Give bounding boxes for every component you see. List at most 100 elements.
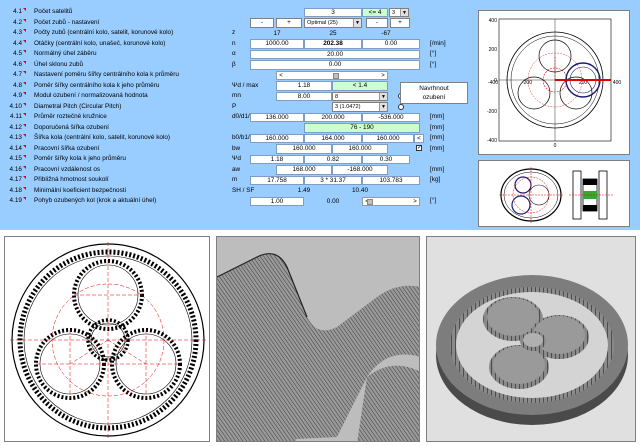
module-dropdown[interactable]: 8▼ [332,91,388,101]
row-symbol: Ψd / max [232,81,259,89]
gear-outline-drawing [506,31,611,129]
width-ratio-limit-cell[interactable]: < 1.4 [332,81,388,91]
comment-marker-icon [23,176,26,179]
pressure-angle-input[interactable]: 20.00 [250,49,420,59]
row-label: Nastavení poměru šířky centrálního kola … [34,71,179,78]
teeth-plus-button-2[interactable]: + [390,18,410,28]
teeth-plus-button[interactable]: + [276,18,302,28]
width-ratio-slider[interactable]: <> [276,70,388,80]
row-label: Poměr šířky centrálního kola k jeho prům… [34,81,160,89]
satellites-dropdown[interactable]: 3▼ [389,7,409,17]
width-ratio-value-cell[interactable]: 1.18 [276,81,332,91]
n1-input[interactable]: 202.38 [304,39,362,49]
x-tick: 400 [613,80,622,86]
working-width-checkbox[interactable]: ✓ [416,144,423,151]
b-compare-cell[interactable]: < [414,133,424,143]
sh-cell[interactable]: 1.49 [276,186,332,196]
row-unit: [mm] [430,134,445,141]
aw1-cell[interactable]: -168.000 [332,165,388,175]
diametral-pitch-radio[interactable] [398,103,404,110]
row-symbol: P [232,102,237,110]
comment-marker-icon [23,8,26,11]
psid1-cell[interactable]: 0.82 [304,154,362,164]
teeth-minus-button-2[interactable]: - [366,18,388,28]
scroll-left-arrow-icon[interactable]: < [279,72,283,79]
satellites-limit-cell[interactable]: <= 4 [362,7,388,17]
scroll-thumb[interactable] [333,72,339,79]
b1-input[interactable]: 164.000 [304,133,362,143]
z1-cell[interactable]: 25 [304,28,362,38]
d0-cell[interactable]: 136.000 [250,112,304,122]
row-unit: [°] [430,60,437,68]
row-symbol: bw [232,144,241,152]
mass2-cell[interactable]: 103.783 [362,175,420,185]
scroll-left-arrow-icon[interactable]: < [363,198,371,206]
row-label: Počet satelitů [34,8,73,15]
teeth-minus-button[interactable]: - [250,18,274,28]
comment-marker-icon [23,134,26,137]
row-number: 4.19 [9,197,22,204]
tooth-closeup-3d-view [216,236,420,442]
comment-marker-icon [23,123,26,127]
aw0-cell[interactable]: 168.000 [276,165,332,175]
row-label: Počet zubů - nastavení [34,18,100,26]
helix-angle-input[interactable]: 0.00 [250,60,420,70]
design-button-label-1: Navrhnout [419,85,449,92]
satellites-count-cell[interactable]: 3 [304,7,362,17]
n0-input[interactable]: 1000.00 [250,39,304,49]
angle-slider[interactable]: <> [362,196,420,206]
sf-cell[interactable]: 10.40 [332,186,388,196]
row-label: Normálný úhel záběru [34,50,97,57]
design-gearing-button[interactable]: Navrhnout ozubení [400,82,468,104]
diametral-pitch-dropdown-value: 3 (1.0472) [335,104,361,110]
x-tick: 200 [579,80,588,86]
mass0-cell[interactable]: 17.758 [250,175,304,185]
n2-input[interactable]: 0.00 [362,39,420,49]
comment-marker-icon [23,197,26,200]
z0-cell[interactable]: 17 [250,28,304,38]
step-input[interactable]: 1.00 [250,196,304,206]
chevron-down-icon: ▼ [379,103,387,111]
angle-cell[interactable]: 0.00 [304,196,362,206]
diametral-pitch-dropdown[interactable]: 3 (1.0472) ▼ [332,102,388,112]
row-label: Diametral Pitch (Circular Pitch) [34,102,122,110]
row-label: Modul ozubení / normalizovaná hodnota [34,92,148,99]
scroll-right-arrow-icon[interactable]: > [413,198,417,205]
mass1-cell[interactable]: 3 * 31.37 [304,175,362,185]
row-symbol: d0/d1/d2 [232,113,257,120]
b0-input[interactable]: 160.000 [250,133,304,143]
z2-cell[interactable]: -67 [362,28,410,38]
row-symbol: Ψd [232,155,241,162]
scroll-thumb[interactable] [367,198,373,205]
row-number: 4.14 [9,144,22,152]
y-tick: 0 [494,78,497,84]
bw0-cell[interactable]: 160.000 [276,144,332,154]
psid2-cell[interactable]: 0.30 [362,154,410,164]
row-label: Počty zubů (centrální kolo, satelit, kor… [34,29,174,36]
teeth-mode-dropdown[interactable]: Optimal (25) ▼ [304,18,362,28]
module-input[interactable]: 8.00 [276,91,332,101]
row-number: 4.7 [13,71,22,78]
chevron-down-icon: ▼ [353,19,361,27]
row-symbol: aw [232,165,241,173]
gear-schematic-svg [499,167,613,223]
d2-cell[interactable]: -536.000 [362,112,420,122]
b2-input[interactable]: 160.000 [362,133,414,143]
row-number: 4.5 [13,50,22,57]
row-label: Doporučená šířka ozubení [34,123,109,131]
row-symbol: n [232,39,236,47]
bw1-cell[interactable]: 160.000 [332,144,388,154]
teeth-mode-dropdown-value: Optimal (25) [307,20,338,26]
recommended-width-cell[interactable]: 76 - 190 [304,123,420,133]
d1-cell[interactable]: 200.000 [304,112,362,122]
scroll-right-arrow-icon[interactable]: > [381,72,385,79]
psid0-cell[interactable]: 1.18 [250,154,304,164]
